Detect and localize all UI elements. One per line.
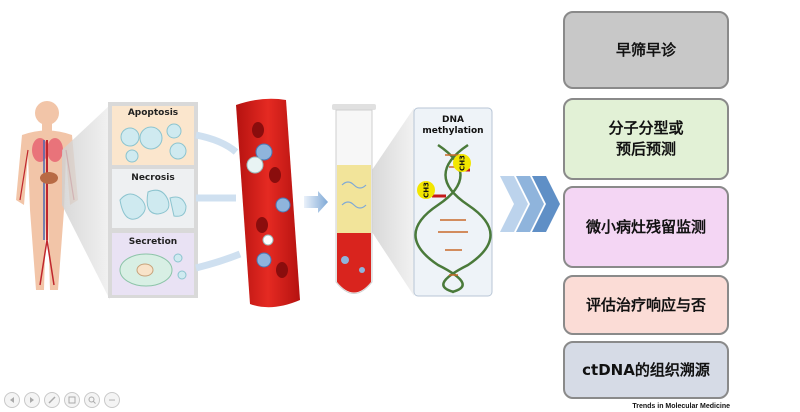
outcome-label-molecular-typing: 分子分型或 预后预测 [608, 119, 684, 158]
outcome-box-mrd-monitoring: 微小病灶残留监测 [563, 186, 729, 268]
necrosis-label: Necrosis [131, 173, 174, 183]
outcome-label-early-screening: 早筛早诊 [615, 40, 676, 59]
ctdna-diagram: Apoptosis Necrosis Secretion [16, 98, 560, 308]
gallery-icon[interactable] [64, 392, 80, 408]
zoom-icon[interactable] [84, 392, 100, 408]
outcome-label-treatment-response: 评估治疗响应与否 [585, 295, 706, 314]
secretion-panel: Secretion [112, 233, 194, 295]
zoom-projection-tube [372, 108, 414, 296]
zoom-projection-body [62, 105, 110, 300]
outcome-box-tissue-origin: ctDNA的组织溯源 [563, 341, 729, 399]
ch3-marker-a [417, 181, 435, 199]
apoptosis-to-vessel-arrow [195, 131, 239, 155]
more-icon[interactable] [104, 392, 120, 408]
test-tube-icon [332, 104, 376, 294]
secretion-to-vessel-arrow [195, 250, 242, 272]
methylation-title-line1: DNA [442, 115, 464, 125]
outcome-box-early-screening: 早筛早诊 [563, 11, 729, 89]
prev-icon[interactable] [4, 392, 20, 408]
ch3-label-b: CH3 [459, 155, 467, 171]
vessel-to-tube-arrow [304, 191, 328, 213]
next-icon[interactable] [24, 392, 40, 408]
ch3-marker-b [453, 154, 471, 172]
outcome-label-tissue-origin: ctDNA的组织溯源 [582, 360, 710, 379]
blood-vessel-icon [236, 98, 300, 308]
methylation-title-line2: methylation [422, 126, 483, 136]
pen-icon[interactable] [44, 392, 60, 408]
outcome-box-molecular-typing: 分子分型或 预后预测 [563, 98, 729, 180]
viewer-toolbar [4, 392, 120, 408]
apoptosis-panel: Apoptosis [112, 106, 194, 165]
apoptosis-label: Apoptosis [128, 108, 178, 118]
ch3-label-a: CH3 [423, 182, 431, 198]
outcome-box-treatment-response: 评估治疗响应与否 [563, 275, 729, 335]
chevron-arrow-icon [500, 176, 560, 232]
secretion-label: Secretion [129, 237, 177, 247]
necrosis-panel: Necrosis [112, 169, 194, 228]
source-credit: Trends in Molecular Medicine [632, 403, 730, 410]
dna-methylation-panel: DNA methylation CH3 CH3 [413, 107, 493, 297]
outcome-label-mrd-monitoring: 微小病灶残留监测 [585, 217, 706, 236]
